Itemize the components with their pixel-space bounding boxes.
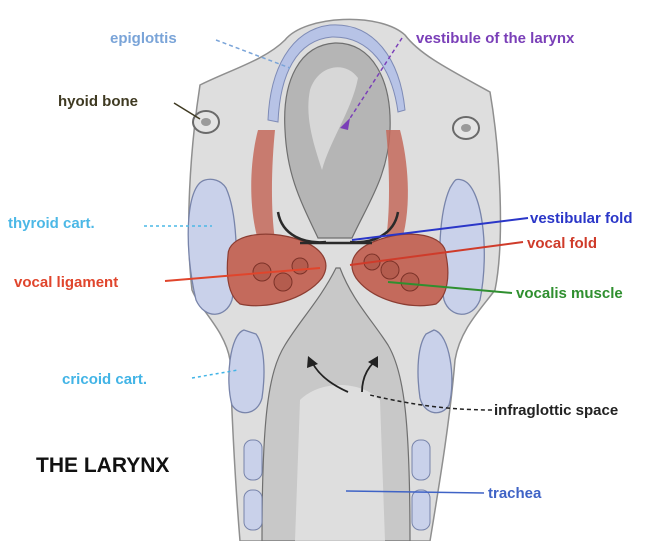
label-epiglottis: epiglottis (110, 30, 177, 47)
hyoid-bone-left-core (201, 118, 211, 126)
label-vocalis-muscle: vocalis muscle (516, 285, 623, 302)
label-vocal-fold: vocal fold (527, 235, 597, 252)
label-vestibule: vestibule of the larynx (416, 30, 575, 47)
label-trachea: trachea (488, 485, 542, 502)
muscle-fascicle-left-3 (292, 258, 308, 274)
tracheal-ring-left-2 (244, 490, 262, 530)
label-thyroid-cart: thyroid cart. (8, 215, 95, 232)
thyroid-cartilage-left (188, 179, 236, 314)
label-cricoid-cart: cricoid cart. (62, 371, 147, 388)
diagram-title: THE LARYNX (36, 454, 169, 477)
label-infraglottic-space: infraglottic space (494, 402, 618, 419)
trachea-highlight (295, 385, 385, 541)
tracheal-ring-right-2 (412, 490, 430, 530)
label-vocal-ligament: vocal ligament (14, 274, 118, 291)
label-vestibular-fold: vestibular fold (530, 210, 633, 227)
muscle-fascicle-right-1 (381, 261, 399, 279)
tracheal-ring-right-1 (412, 440, 430, 480)
tracheal-ring-left-1 (244, 440, 262, 480)
label-hyoid-bone: hyoid bone (58, 93, 138, 110)
muscle-fascicle-right-2 (401, 273, 419, 291)
hyoid-bone-right-core (461, 124, 471, 132)
muscle-fascicle-left-2 (274, 273, 292, 291)
muscle-strip-left (251, 130, 275, 240)
